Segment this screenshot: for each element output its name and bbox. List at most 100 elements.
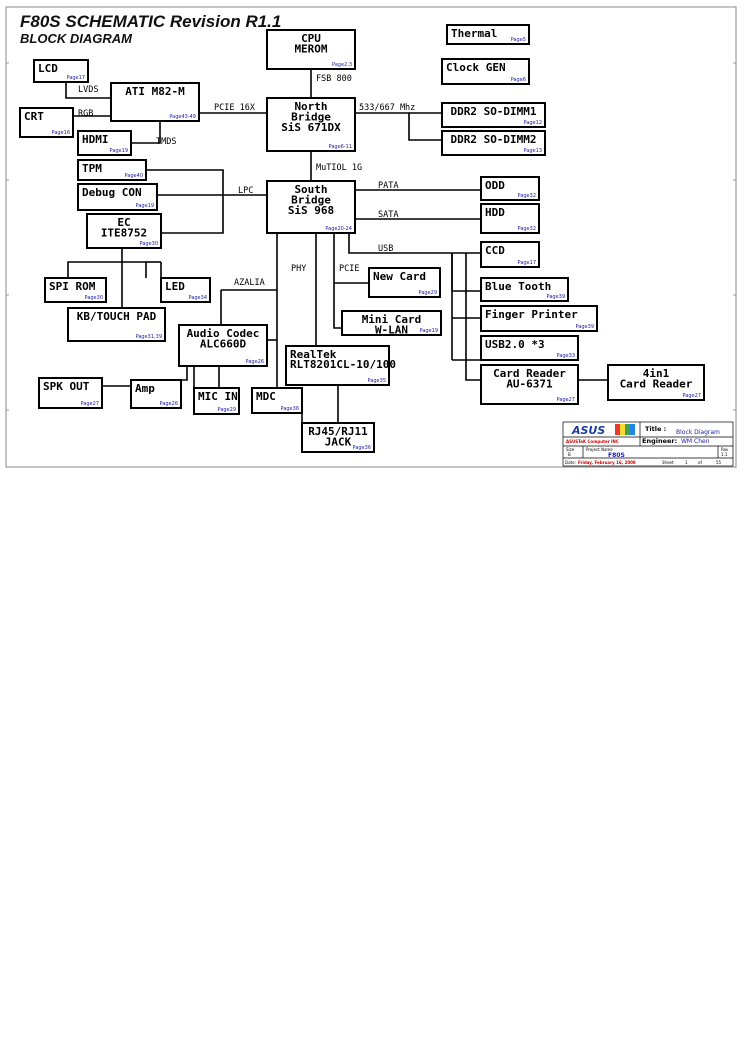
date-value: Friday, February 16, 2008 bbox=[578, 460, 636, 465]
logo-stripe-red bbox=[615, 424, 620, 435]
block-rj45-label: JACK bbox=[325, 436, 352, 449]
block-kb-touchpad-frame bbox=[67, 307, 166, 342]
block-south-bridge-label: SiS 968 bbox=[288, 204, 334, 217]
block-south-bridge-frame bbox=[266, 180, 356, 234]
block-cpu-page-ref: Page2,3 bbox=[332, 62, 352, 68]
block-kb-touchpad-page-ref: Page31,39 bbox=[136, 334, 162, 340]
sheet-label: Sheet bbox=[662, 460, 674, 465]
sheet-value: 1 bbox=[685, 460, 688, 465]
engineer-value: WM Chen bbox=[681, 438, 710, 445]
block-ati-label: ATI M82-M bbox=[125, 85, 185, 98]
block-odd-frame bbox=[480, 176, 540, 201]
block-led-page-ref: Page34 bbox=[189, 295, 207, 301]
block-fourin1-frame bbox=[607, 364, 705, 401]
rev-label: Rev bbox=[721, 447, 729, 452]
bus-label-pata: PATA bbox=[378, 181, 398, 191]
block-hdmi-frame bbox=[77, 130, 132, 156]
block-rj45-frame bbox=[301, 422, 375, 453]
block-lcd-frame bbox=[33, 59, 89, 83]
block-ec-label: ITE8752 bbox=[101, 227, 147, 240]
block-ddr2-2-page-ref: Page13 bbox=[524, 148, 542, 154]
block-mic-in-page-ref: Page29 bbox=[218, 407, 236, 413]
block-lcd-page-ref: Page17 bbox=[67, 75, 85, 81]
block-card-reader-label: Card Reader bbox=[493, 367, 566, 380]
block-led-frame bbox=[160, 277, 211, 303]
block-usb20: USB2.0 *3 Page33 bbox=[480, 335, 579, 361]
block-diagram-subtitle: BLOCK DIAGRAM bbox=[20, 31, 133, 46]
block-mic-in-frame bbox=[193, 387, 240, 415]
block-new-card-page-ref: Page29 bbox=[419, 290, 437, 296]
block-card-reader-frame bbox=[480, 364, 579, 405]
date-label: Date: bbox=[565, 460, 576, 465]
block-crt-page-ref: Page16 bbox=[52, 130, 70, 136]
block-crt-label: CRT bbox=[24, 110, 44, 123]
block-ccd-frame bbox=[480, 241, 540, 268]
block-usb20-page-ref: Page33 bbox=[557, 353, 575, 359]
border-ticks bbox=[6, 62, 736, 411]
block-realtek-frame bbox=[285, 345, 390, 386]
block-usb20-frame bbox=[480, 335, 579, 361]
block-thermal-frame bbox=[446, 24, 530, 45]
block-clock-gen-page-ref: Page6 bbox=[511, 77, 526, 83]
block-finger-printer-frame bbox=[480, 305, 598, 332]
block-realtek-label: RealTek bbox=[290, 348, 337, 361]
block-mini-card-page-ref: Page19 bbox=[420, 328, 438, 334]
title-block: ASUS Title : Block Diagram ASUSTeK Compu… bbox=[562, 421, 734, 467]
block-cpu-frame bbox=[266, 29, 356, 70]
block-ddr2-1-label: DDR2 SO-DIMM1 bbox=[450, 105, 536, 118]
block-crt: CRT Page16 bbox=[19, 107, 74, 138]
company-name: ASUSTeK Computer INC bbox=[566, 439, 619, 444]
block-audio-codec-label: ALC660D bbox=[200, 338, 247, 351]
asus-logo: ASUS bbox=[571, 424, 605, 437]
block-audio-codec-page-ref: Page26 bbox=[246, 359, 264, 365]
block-thermal-label: Thermal bbox=[451, 27, 497, 40]
block-finger-printer-page-ref: Page39 bbox=[576, 324, 594, 330]
block-spk-out-label: SPK OUT bbox=[43, 380, 90, 393]
block-ati-frame bbox=[110, 82, 200, 122]
block-usb20-label: USB2.0 *3 bbox=[485, 338, 545, 351]
project-label: Project Name bbox=[586, 447, 613, 452]
bus-label-usb: USB bbox=[378, 244, 393, 254]
of-value: 55 bbox=[716, 460, 722, 465]
block-new-card-label: New Card bbox=[373, 270, 426, 283]
rev-value: 1.1 bbox=[721, 452, 728, 457]
block-ccd-label: CCD bbox=[485, 244, 505, 257]
block-hdmi-page-ref: Page19 bbox=[110, 148, 128, 154]
bus-label-phy: PHY bbox=[291, 264, 306, 274]
block-odd-label: ODD bbox=[485, 179, 505, 192]
block-card-reader-label: AU-6371 bbox=[506, 378, 553, 391]
block-north-bridge-frame bbox=[266, 97, 356, 152]
block-fourin1-label: Card Reader bbox=[620, 378, 693, 391]
bus-label-sata: SATA bbox=[378, 210, 398, 220]
block-tpm-page-ref: Page40 bbox=[125, 173, 143, 179]
block-ddr2-1-frame bbox=[441, 102, 546, 128]
block-ati-page-ref: Page43-49 bbox=[169, 114, 196, 120]
block-amp-label: Amp bbox=[135, 382, 155, 395]
block-spi-rom-label: SPI ROM bbox=[49, 280, 96, 293]
block-mic-in-label: MIC IN bbox=[198, 390, 238, 403]
title-label: Title : bbox=[645, 425, 666, 433]
block-crt-frame bbox=[19, 107, 74, 138]
bus-label-tmds: TMDS bbox=[156, 137, 176, 147]
block-mdc-label: MDC bbox=[256, 390, 276, 403]
bus-label-azalia: AZALIA bbox=[234, 278, 265, 288]
